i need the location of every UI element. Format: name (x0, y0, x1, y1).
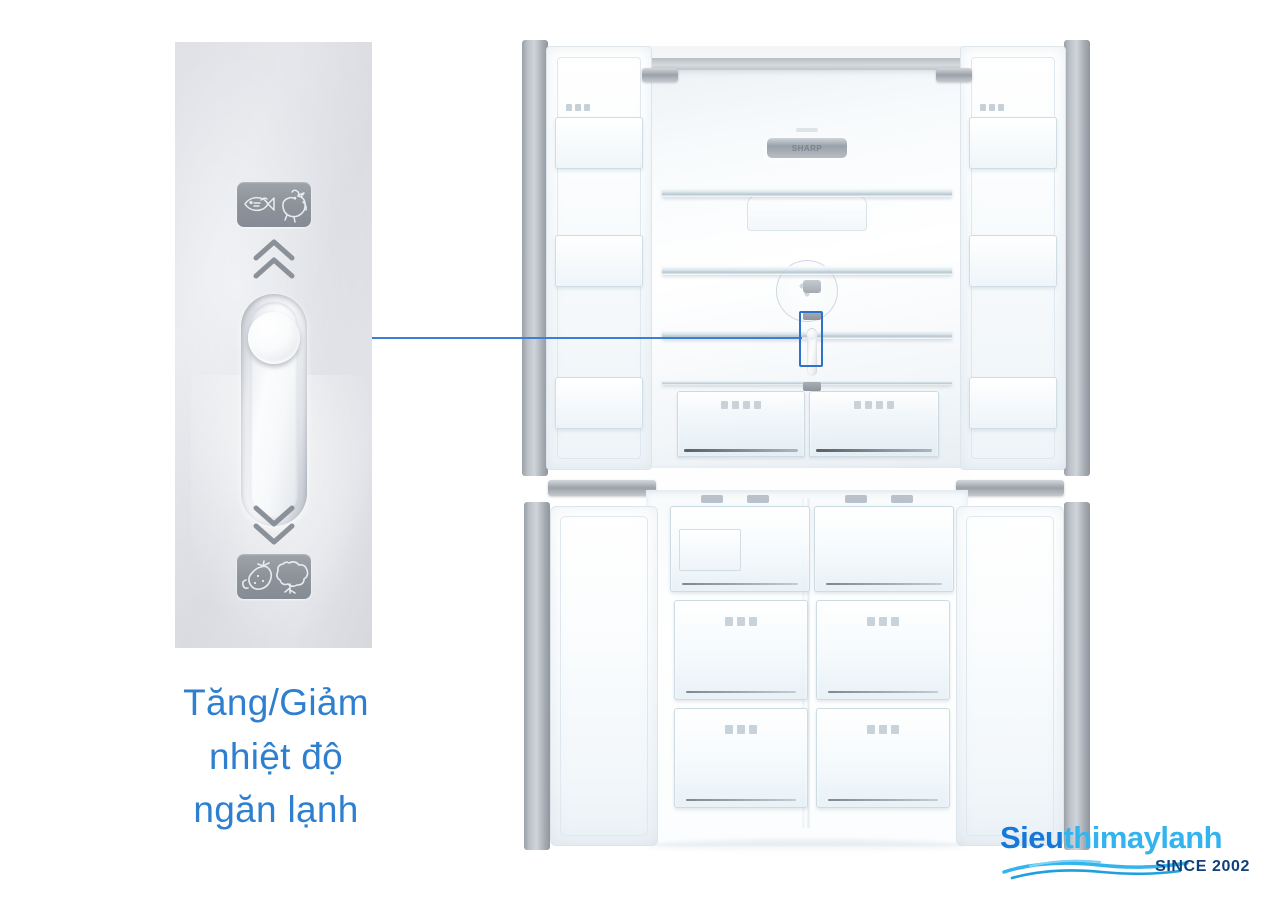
door-bin[interactable] (969, 104, 1057, 169)
zoom-detail-panel (175, 42, 372, 648)
door-bin-marks (566, 104, 590, 111)
logo-tagline: SINCE 2002 (1155, 858, 1250, 875)
crisper-left-marks (721, 401, 761, 409)
lower-left-door-panel (550, 506, 658, 846)
mid-hinge-right (956, 480, 1064, 496)
upper-left-door-liner (546, 46, 652, 470)
slider-knob[interactable] (247, 312, 300, 364)
lower-right-door-edge (1064, 502, 1090, 850)
door-bin[interactable] (969, 377, 1057, 429)
freezer-drawer-marks (867, 725, 899, 734)
refrigerator-product-photo: SHARP (522, 28, 1090, 852)
freezer-drawer-tabs (845, 495, 914, 503)
control-upper-tab (803, 280, 821, 293)
freezer-drawer-marks (725, 617, 757, 626)
logo-wordmark: Sieuthimaylanh (1000, 822, 1252, 853)
fridge-temperature-control[interactable] (803, 280, 821, 404)
lower-left-door-frame (560, 516, 648, 836)
callout-caption: Tăng/Giảm nhiệt độ ngăn lạnh (150, 676, 402, 837)
top-shelf-cover (747, 195, 867, 231)
upper-right-door-edge (1064, 40, 1090, 476)
callout-hotspot-box (799, 311, 823, 367)
freezer-drawer[interactable] (674, 600, 808, 700)
lower-right-door-panel (956, 506, 1064, 846)
upper-left-door-edge (522, 40, 548, 476)
crisper-drawer-left[interactable] (677, 391, 805, 457)
upper-left-door[interactable] (522, 28, 658, 480)
freezer-drawer[interactable] (814, 495, 954, 592)
chevron-down-icon (246, 504, 302, 546)
mid-hinge-left (548, 480, 656, 496)
lower-right-door-frame (966, 516, 1054, 836)
lower-left-door-edge (524, 502, 550, 850)
control-slider-track[interactable] (807, 328, 817, 376)
callout-leader-line (372, 337, 802, 339)
freezer-drawer[interactable] (674, 708, 808, 808)
glass-shelf-1 (662, 188, 952, 197)
lower-left-door[interactable] (524, 496, 664, 856)
crisper-drawer-right[interactable] (809, 391, 939, 457)
control-warm-icon (803, 382, 821, 391)
crisper-right-marks (854, 401, 894, 409)
chevron-up-icon (246, 238, 302, 280)
door-bin[interactable] (555, 235, 643, 287)
upper-right-door[interactable] (954, 28, 1090, 480)
logo-word-part2: thimaylanh (1063, 820, 1223, 855)
fish-poultry-icon (236, 182, 311, 227)
control-slider-knob[interactable] (807, 329, 817, 340)
temperature-slider[interactable] (240, 294, 307, 526)
freezer-drawer[interactable] (670, 495, 810, 592)
logo-wave-icon (1002, 859, 1189, 880)
control-cold-icon (803, 311, 821, 320)
glass-shelf-2 (662, 266, 952, 275)
floor-shadow (648, 840, 966, 852)
lower-right-door[interactable] (950, 496, 1090, 856)
freezer-drawer[interactable] (816, 708, 950, 808)
sharp-brand-badge: SHARP (767, 138, 847, 158)
top-hinge-right (936, 68, 972, 82)
freezer-drawer[interactable] (816, 600, 950, 700)
fruit-vegetable-icon (236, 554, 311, 599)
ceiling-vent (796, 128, 818, 132)
ice-tray[interactable] (679, 529, 741, 571)
upper-right-door-liner (960, 46, 1066, 470)
freezer-drawer-marks (867, 617, 899, 626)
door-bin[interactable] (555, 377, 643, 429)
sharp-badge-label: SHARP (791, 143, 823, 153)
door-bin[interactable] (555, 104, 643, 169)
top-hinge-left (642, 68, 678, 82)
door-bin[interactable] (969, 235, 1057, 287)
door-bin-marks (980, 104, 1004, 111)
watermark-logo: Sieuthimaylanh SINCE 2002 (1000, 822, 1252, 886)
caption-line-3: ngăn lạnh (193, 789, 359, 831)
caption-line-2: nhiệt độ (208, 735, 344, 777)
freezer-drawer-tabs (701, 495, 770, 503)
freezer-drawer-marks (725, 725, 757, 734)
logo-word-part1: Sieu (1000, 820, 1064, 855)
caption-line-1: Tăng/Giảm (183, 682, 369, 723)
